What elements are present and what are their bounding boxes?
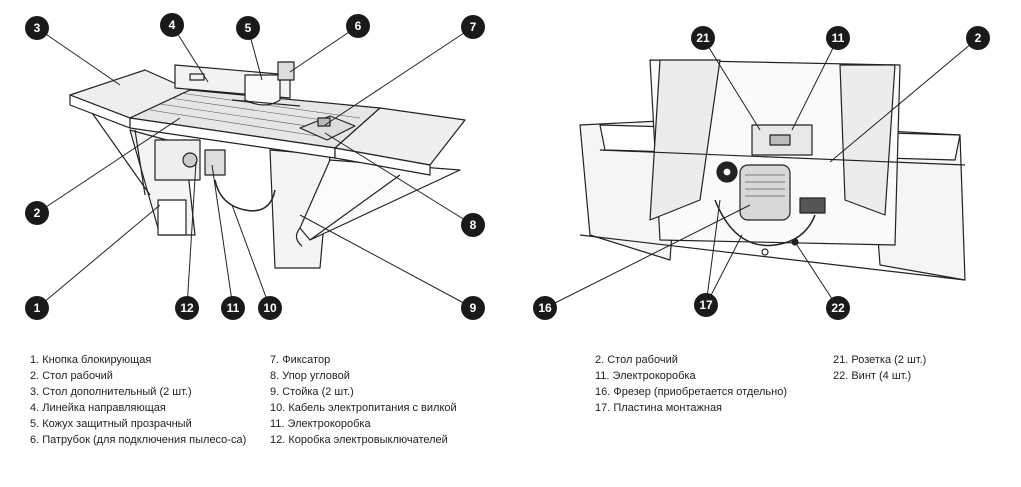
- legend-item: 9. Стойка (2 шт.): [270, 386, 354, 398]
- callout-22: 22: [826, 296, 850, 320]
- callout-17-label: 17: [699, 298, 713, 312]
- mounting-plate: [714, 199, 816, 247]
- callout-2-left: 2: [25, 201, 49, 225]
- callout-6: 6: [346, 14, 370, 38]
- legend-column-4: 21. Розетка (2 шт.) 22. Винт (4 шт.): [833, 352, 926, 384]
- callout-21: 21: [691, 26, 715, 50]
- callout-4-label: 4: [169, 18, 176, 32]
- legend-item: 2. Стол рабочий: [595, 354, 678, 366]
- legend-item: 11. Электрокоробка: [270, 418, 371, 430]
- callout-2-left-label: 2: [34, 206, 41, 220]
- legend-item: 21. Розетка (2 шт.): [833, 354, 927, 366]
- callout-1-label: 1: [34, 301, 41, 315]
- dust-port: [277, 61, 295, 81]
- callout-22-label: 22: [831, 301, 845, 315]
- callout-16-label: 16: [538, 301, 552, 315]
- left-table-drawing: [69, 61, 466, 269]
- callout-7-label: 7: [470, 20, 477, 34]
- legend-item: 5. Кожух защитный прозрачный: [30, 418, 192, 430]
- callout-3: 3: [25, 16, 49, 40]
- legend-item: 11. Электрокоробка: [595, 370, 696, 382]
- callout-8-label: 8: [470, 218, 477, 232]
- legend-item: 22. Винт (4 шт.): [833, 370, 912, 382]
- callout-9: 9: [461, 296, 485, 320]
- callout-11-left: 11: [221, 296, 245, 320]
- legend-column-3: 2. Стол рабочий 11. Электрокоробка 16. Ф…: [595, 352, 787, 416]
- callout-5: 5: [236, 16, 260, 40]
- callout-9-label: 9: [470, 301, 477, 315]
- callout-10: 10: [258, 296, 282, 320]
- legend-item: 4. Линейка направляющая: [30, 402, 166, 414]
- legend-item: 16. Фрезер (приобретается отдельно): [595, 386, 788, 398]
- callout-2-right: 2: [966, 26, 990, 50]
- legend-item: 17. Пластина монтажная: [595, 402, 723, 414]
- legend-item: 3. Стол дополнительный (2 шт.): [30, 386, 192, 398]
- right-underside-drawing: [579, 59, 966, 281]
- callout-badges: 3 4 5 6 7 2 8 1 12 11 10 9 21 11 2 16 17…: [25, 13, 990, 320]
- legend-item: 6. Патрубок (для подключения пылесо-са): [30, 434, 247, 446]
- callout-21-label: 21: [696, 31, 710, 45]
- callout-12-label: 12: [180, 301, 194, 315]
- callout-16: 16: [533, 296, 557, 320]
- callout-1: 1: [25, 296, 49, 320]
- power-cable: [214, 179, 276, 212]
- legend-column-1: 1. Кнопка блокирующая 2. Стол рабочий 3.…: [30, 352, 260, 448]
- callout-8: 8: [461, 213, 485, 237]
- legend-column-2: 7. Фиксатор 8. Упор угловой 9. Стойка (2…: [270, 352, 457, 448]
- legend-item: 12. Коробка электровыключателей: [270, 434, 448, 446]
- callout-5-label: 5: [245, 21, 252, 35]
- clear-guard: [244, 74, 281, 106]
- callout-11-right-label: 11: [832, 31, 845, 45]
- legend-item: 10. Кабель электропитания с вилкой: [270, 402, 457, 414]
- callout-11-left-label: 11: [227, 301, 240, 315]
- callout-10-label: 10: [263, 301, 277, 315]
- lock-button: [182, 152, 198, 168]
- callout-17: 17: [694, 293, 718, 317]
- callout-3-label: 3: [34, 21, 41, 35]
- callout-11-right: 11: [826, 26, 850, 50]
- router-motor: [739, 164, 791, 221]
- callout-2-right-label: 2: [975, 31, 982, 45]
- leg-plate: [157, 199, 187, 236]
- legend-item: 1. Кнопка блокирующая: [30, 354, 152, 366]
- callout-12: 12: [175, 296, 199, 320]
- legend-item: 2. Стол рабочий: [30, 370, 113, 382]
- callout-4: 4: [160, 13, 184, 37]
- callout-6-label: 6: [355, 19, 362, 33]
- callout-7: 7: [461, 15, 485, 39]
- legend-item: 7. Фиксатор: [270, 354, 331, 366]
- legend-item: 8. Упор угловой: [270, 370, 350, 382]
